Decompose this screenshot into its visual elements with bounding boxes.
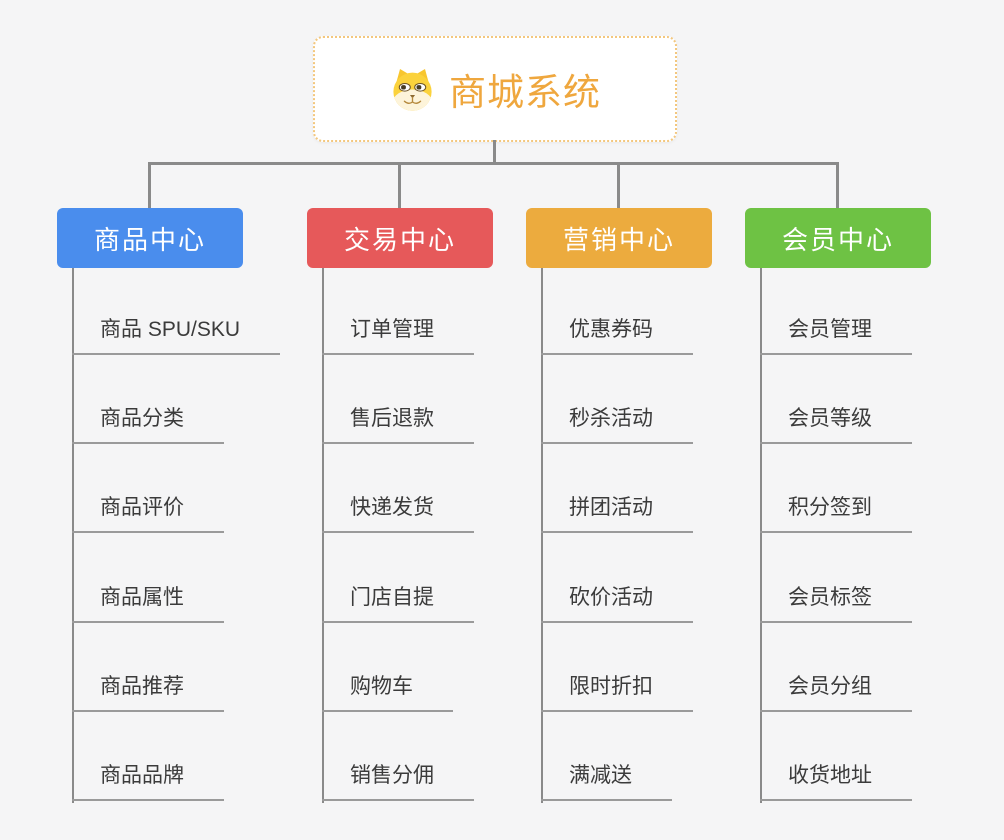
- leaf-node-label: 商品评价: [100, 496, 184, 519]
- leaf-node-label: 商品分类: [100, 407, 184, 430]
- leaf-node-label: 收货地址: [788, 764, 872, 787]
- branch-leaves: 订单管理 售后退款 快递发货 门店自提 购物车 销售分佣: [307, 208, 493, 818]
- leaf-node-label: 限时折扣: [569, 675, 653, 698]
- leaf-node[interactable]: 砍价活动: [541, 584, 693, 623]
- leaf-node-label: 售后退款: [350, 407, 434, 430]
- branch-node[interactable]: 营销中心: [526, 208, 712, 268]
- leaf-node-label: 商品品牌: [100, 764, 184, 787]
- leaf-node-label: 满减送: [569, 764, 632, 787]
- branch-2: 营销中心 优惠券码 秒杀活动 拼团活动 砍价活动 限时折扣 满减送: [526, 164, 712, 818]
- branch-node[interactable]: 交易中心: [307, 208, 493, 268]
- leaf-node-label: 优惠券码: [569, 318, 653, 341]
- branch-node-label: 商品中心: [93, 224, 206, 255]
- connector-line: [493, 140, 496, 165]
- leaf-node-label: 会员等级: [788, 407, 872, 430]
- leaf-node[interactable]: 商品品牌: [72, 762, 224, 801]
- leaf-node-label: 秒杀活动: [569, 407, 653, 430]
- dog-face-icon: [393, 68, 432, 111]
- leaf-node[interactable]: 会员管理: [760, 316, 912, 355]
- connector-line: [322, 268, 324, 803]
- leaf-node[interactable]: 销售分佣: [322, 762, 474, 801]
- leaf-node[interactable]: 门店自提: [322, 584, 474, 623]
- leaf-node-label: 会员分组: [788, 675, 872, 698]
- branch-leaves: 优惠券码 秒杀活动 拼团活动 砍价活动 限时折扣 满减送: [526, 208, 712, 818]
- leaf-node[interactable]: 秒杀活动: [541, 405, 693, 444]
- leaf-node-label: 会员标签: [788, 586, 872, 609]
- connector-line: [617, 164, 620, 208]
- leaf-node-label: 快递发货: [350, 496, 434, 519]
- root-node[interactable]: 商城系统: [313, 36, 677, 142]
- branch-1: 交易中心 订单管理 售后退款 快递发货 门店自提 购物车 销售分佣: [307, 164, 493, 818]
- leaf-node[interactable]: 会员等级: [760, 405, 912, 444]
- leaf-node[interactable]: 限时折扣: [541, 673, 693, 712]
- leaf-node[interactable]: 收货地址: [760, 762, 912, 801]
- leaf-node[interactable]: 会员分组: [760, 673, 912, 712]
- connector-line: [541, 268, 543, 803]
- branch-0: 商品中心 商品 SPU/SKU 商品分类 商品评价 商品属性 商品推荐 商品品牌: [57, 164, 281, 818]
- root-node-label: 商城系统: [449, 72, 601, 113]
- leaf-node[interactable]: 满减送: [541, 762, 672, 801]
- leaf-node-label: 拼团活动: [569, 496, 653, 519]
- connector-line: [760, 268, 762, 803]
- branch-node[interactable]: 商品中心: [57, 208, 243, 268]
- leaf-node[interactable]: 拼团活动: [541, 494, 693, 533]
- connector-line: [148, 164, 151, 208]
- leaf-node[interactable]: 商品评价: [72, 494, 224, 533]
- leaf-node-label: 购物车: [350, 675, 413, 698]
- leaf-node-label: 砍价活动: [569, 586, 653, 609]
- leaf-node-label: 积分签到: [788, 496, 872, 519]
- leaf-node[interactable]: 商品推荐: [72, 673, 224, 712]
- connector-line: [836, 164, 839, 208]
- leaf-node-label: 门店自提: [350, 586, 434, 609]
- branch-node-label: 营销中心: [562, 224, 675, 255]
- leaf-node[interactable]: 积分签到: [760, 494, 912, 533]
- leaf-node[interactable]: 订单管理: [322, 316, 474, 355]
- leaf-node-label: 销售分佣: [350, 764, 434, 787]
- branch-node-label: 交易中心: [343, 224, 456, 255]
- leaf-node[interactable]: 快递发货: [322, 494, 474, 533]
- leaf-node-label: 商品推荐: [100, 675, 184, 698]
- leaf-node[interactable]: 商品 SPU/SKU: [72, 316, 281, 355]
- leaf-node[interactable]: 购物车: [322, 673, 453, 712]
- branch-leaves: 商品 SPU/SKU 商品分类 商品评价 商品属性 商品推荐 商品品牌: [57, 208, 281, 818]
- branch-node[interactable]: 会员中心: [745, 208, 931, 268]
- leaf-node-label: 订单管理: [350, 318, 434, 341]
- leaf-node-label: 会员管理: [788, 318, 872, 341]
- leaf-node[interactable]: 会员标签: [760, 584, 912, 623]
- branch-3: 会员中心 会员管理 会员等级 积分签到 会员标签 会员分组 收货地址: [745, 164, 931, 818]
- branch-node-label: 会员中心: [781, 224, 894, 255]
- leaf-node[interactable]: 商品分类: [72, 405, 224, 444]
- leaf-node-label: 商品属性: [100, 586, 184, 609]
- connector-line: [398, 164, 401, 208]
- leaf-node[interactable]: 优惠券码: [541, 316, 693, 355]
- connector-line: [72, 268, 74, 803]
- branch-leaves: 会员管理 会员等级 积分签到 会员标签 会员分组 收货地址: [745, 208, 931, 818]
- connector-line: [148, 162, 839, 165]
- leaf-node[interactable]: 售后退款: [322, 405, 474, 444]
- leaf-node[interactable]: 商品属性: [72, 584, 224, 623]
- leaf-node-label: 商品 SPU/SKU: [100, 318, 241, 341]
